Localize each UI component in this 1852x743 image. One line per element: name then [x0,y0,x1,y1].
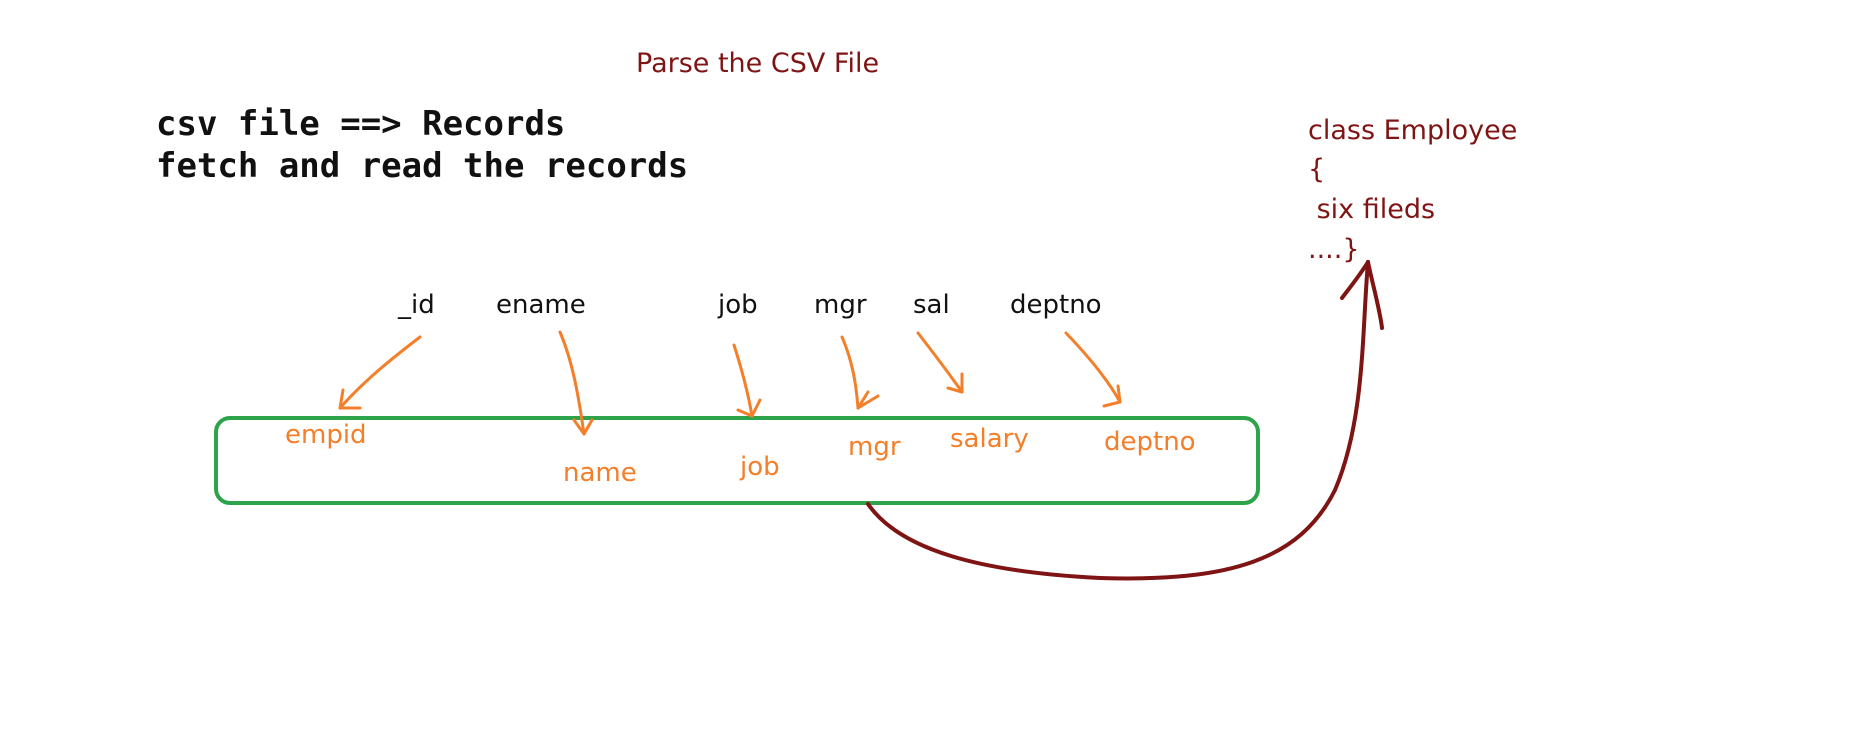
diagram-title: Parse the CSV File [636,48,880,79]
class-line-4: ....} [1308,234,1360,265]
arrow-id-to-empid [338,335,422,410]
csv-column-sal: sal [913,290,950,320]
class-line-3: six fileds [1308,194,1436,225]
record-field-empid: empid [285,420,367,450]
csv-column-ename: ename [496,290,586,320]
record-field-mgr: mgr [848,432,901,462]
arrow-deptno-to-deptno [1064,331,1122,408]
arrow-mgr-to-mgr [840,335,880,410]
record-field-name: name [563,458,637,488]
record-field-job: job [740,452,780,482]
csv-column-mgr: mgr [814,290,867,320]
arrow-job-to-job [732,343,762,418]
record-field-deptno: deptno [1104,427,1196,457]
arrow-sal-to-salary [916,331,964,394]
class-line-1: class Employee [1308,115,1518,146]
code-line-2: fetch and read the records [156,146,689,186]
record-field-salary: salary [950,424,1029,454]
class-line-2: { [1308,154,1326,185]
arrow-record-to-class [866,260,1384,581]
record-box [214,416,1260,505]
csv-column-id: _id [398,290,435,320]
code-line-1: csv file ==> Records [156,104,566,144]
csv-column-deptno: deptno [1010,290,1102,320]
arrow-ename-to-name [558,330,594,436]
csv-column-job: job [718,290,758,320]
